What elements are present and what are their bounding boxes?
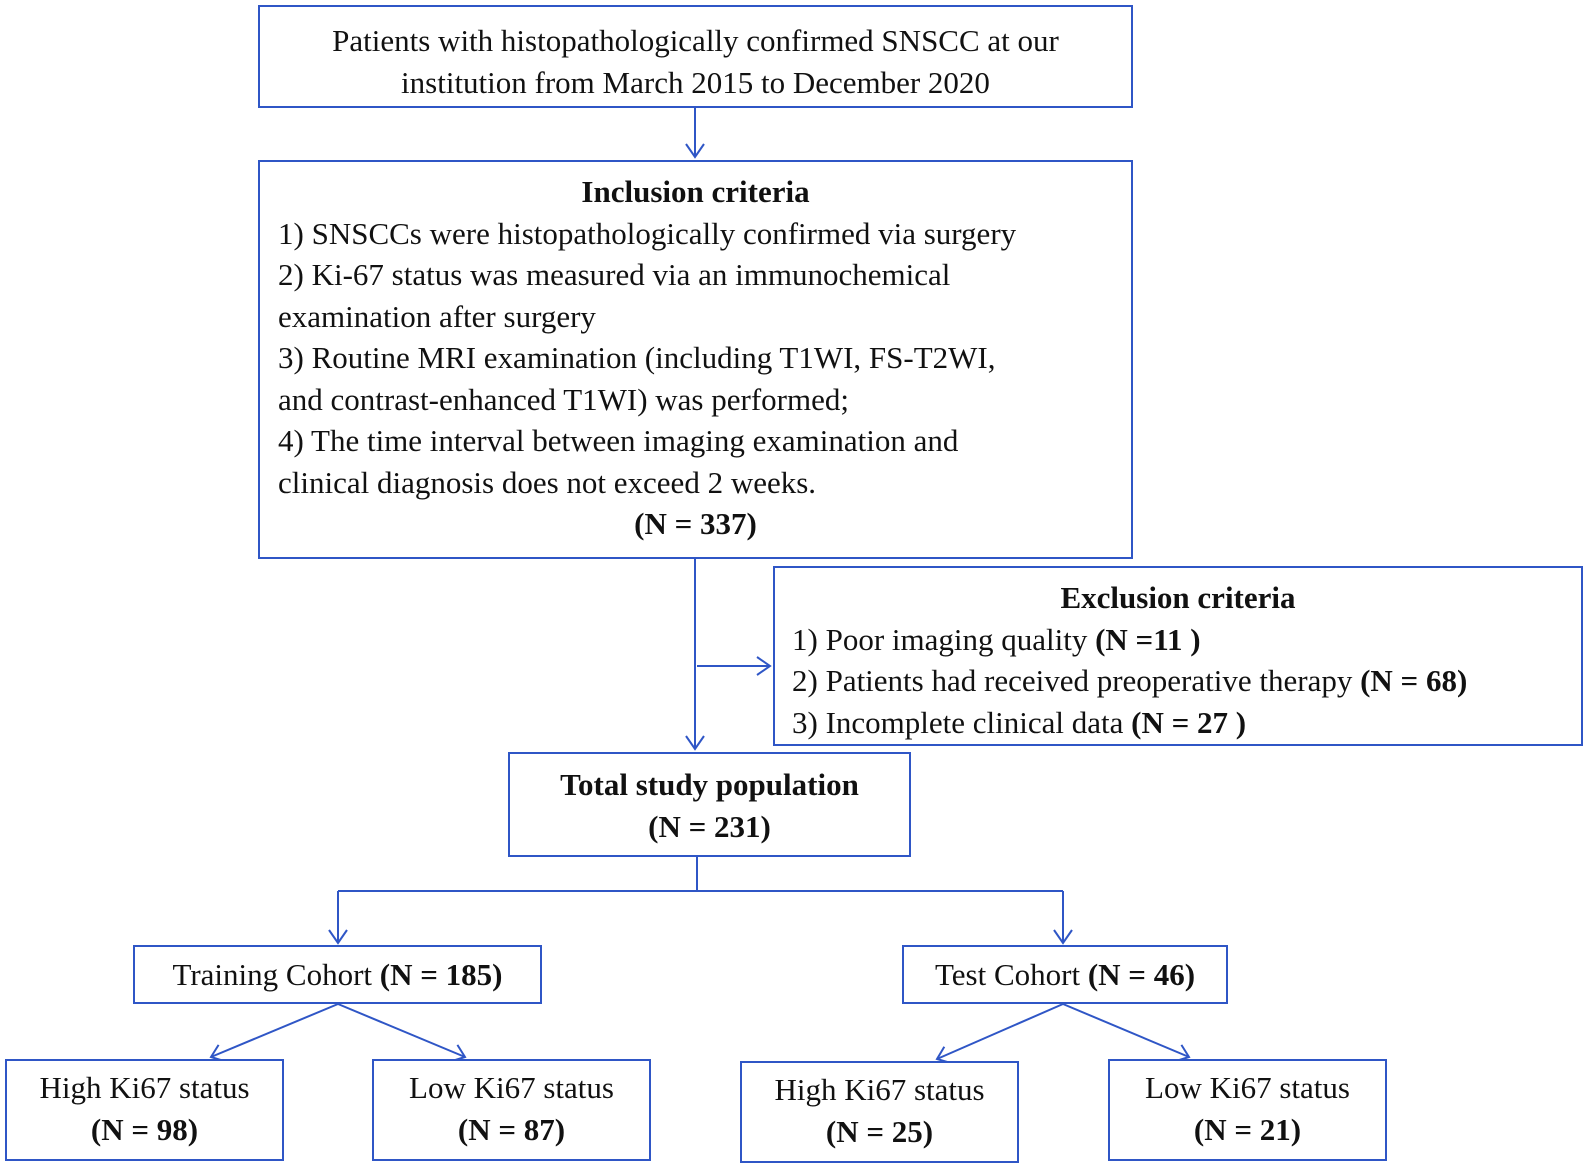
inclusion-item-3-line-1: 3) Routine MRI examination (including T1… [278, 340, 996, 375]
test-cohort-label: Test Cohort [934, 957, 1088, 992]
arrowhead [685, 143, 705, 159]
test-cohort-box: Test Cohort (N = 46) [902, 945, 1228, 1004]
exclusion-item-3-text: 3) Incomplete clinical data [792, 704, 1132, 740]
training-cohort-box: Training Cohort (N = 185) [133, 945, 542, 1004]
total-count: (N = 231) [648, 808, 771, 844]
exclusion-item-1: 1) Poor imaging quality (N =11 ) [792, 619, 1581, 661]
inclusion-criteria-box: Inclusion criteria 1) SNSCCs were histop… [258, 160, 1133, 559]
test-low-count: (N = 21) [1193, 1111, 1302, 1147]
training-cohort-label: Training Cohort [172, 957, 380, 992]
exclusion-item-3: 3) Incomplete clinical data (N = 27 ) [792, 702, 1581, 744]
inclusion-item-4-line-2: clinical diagnosis does not exceed 2 wee… [278, 464, 817, 500]
test-high-count: (N = 25) [825, 1113, 934, 1149]
source-line-2: institution from March 2015 to December … [401, 64, 990, 100]
inclusion-item-2-line-2: examination after surgery [278, 298, 596, 334]
test-cohort-count: (N = 46) [1087, 957, 1196, 992]
arrow-test-to-low [1062, 1003, 1190, 1058]
total-population-box: Total study population (N = 231) [508, 752, 911, 857]
test-low-ki67-box: Low Ki67 status (N = 21) [1108, 1059, 1387, 1161]
exclusion-item-2: 2) Patients had received preoperative th… [792, 660, 1581, 702]
arrow-training-to-high [210, 1003, 339, 1058]
test-high-label: High Ki67 status [774, 1072, 985, 1107]
training-cohort-line: Training Cohort (N = 185) [135, 954, 540, 996]
test-high-ki67-box: High Ki67 status (N = 25) [740, 1061, 1019, 1163]
inclusion-item-3-line-2: and contrast-enhanced T1WI) was performe… [278, 381, 849, 417]
arrowhead [328, 929, 348, 945]
training-high-label: High Ki67 status [39, 1070, 250, 1105]
exclusion-item-3-count: (N = 27 ) [1131, 704, 1247, 740]
exclusion-criteria-box: Exclusion criteria 1) Poor imaging quali… [773, 566, 1583, 746]
exclusion-item-1-text: 1) Poor imaging quality [792, 621, 1096, 657]
training-low-ki67-box: Low Ki67 status (N = 87) [372, 1059, 651, 1161]
inclusion-item-1: 1) SNSCCs were histopathologically confi… [278, 215, 1017, 251]
training-low-label: Low Ki67 status [409, 1070, 614, 1105]
arrowhead [1053, 929, 1073, 945]
arrowhead [685, 735, 705, 751]
training-high-count: (N = 98) [90, 1111, 199, 1147]
exclusion-item-2-text: 2) Patients had received preoperative th… [792, 663, 1361, 698]
arrow-training-to-low [337, 1003, 466, 1058]
inclusion-count: (N = 337) [634, 506, 757, 541]
source-line-1: Patients with histopathologically confir… [332, 23, 1059, 58]
inclusion-item-4-line-1: 4) The time interval between imaging exa… [278, 423, 959, 458]
arrowhead [756, 656, 772, 676]
training-low-count: (N = 87) [457, 1111, 566, 1147]
training-high-ki67-box: High Ki67 status (N = 98) [5, 1059, 284, 1161]
exclusion-item-2-count: (N = 68) [1360, 663, 1468, 698]
inclusion-title: Inclusion criteria [581, 174, 810, 209]
arrow-test-to-high [936, 1003, 1064, 1060]
exclusion-item-1-count: (N =11 ) [1095, 621, 1201, 657]
test-cohort-line: Test Cohort (N = 46) [904, 954, 1226, 996]
exclusion-title: Exclusion criteria [1060, 580, 1296, 615]
inclusion-item-2-line-1: 2) Ki-67 status was measured via an immu… [278, 257, 951, 292]
source-population-box: Patients with histopathologically confir… [258, 5, 1133, 108]
test-low-label: Low Ki67 status [1145, 1070, 1350, 1105]
training-cohort-count: (N = 185) [379, 957, 503, 992]
total-title: Total study population [560, 767, 859, 802]
